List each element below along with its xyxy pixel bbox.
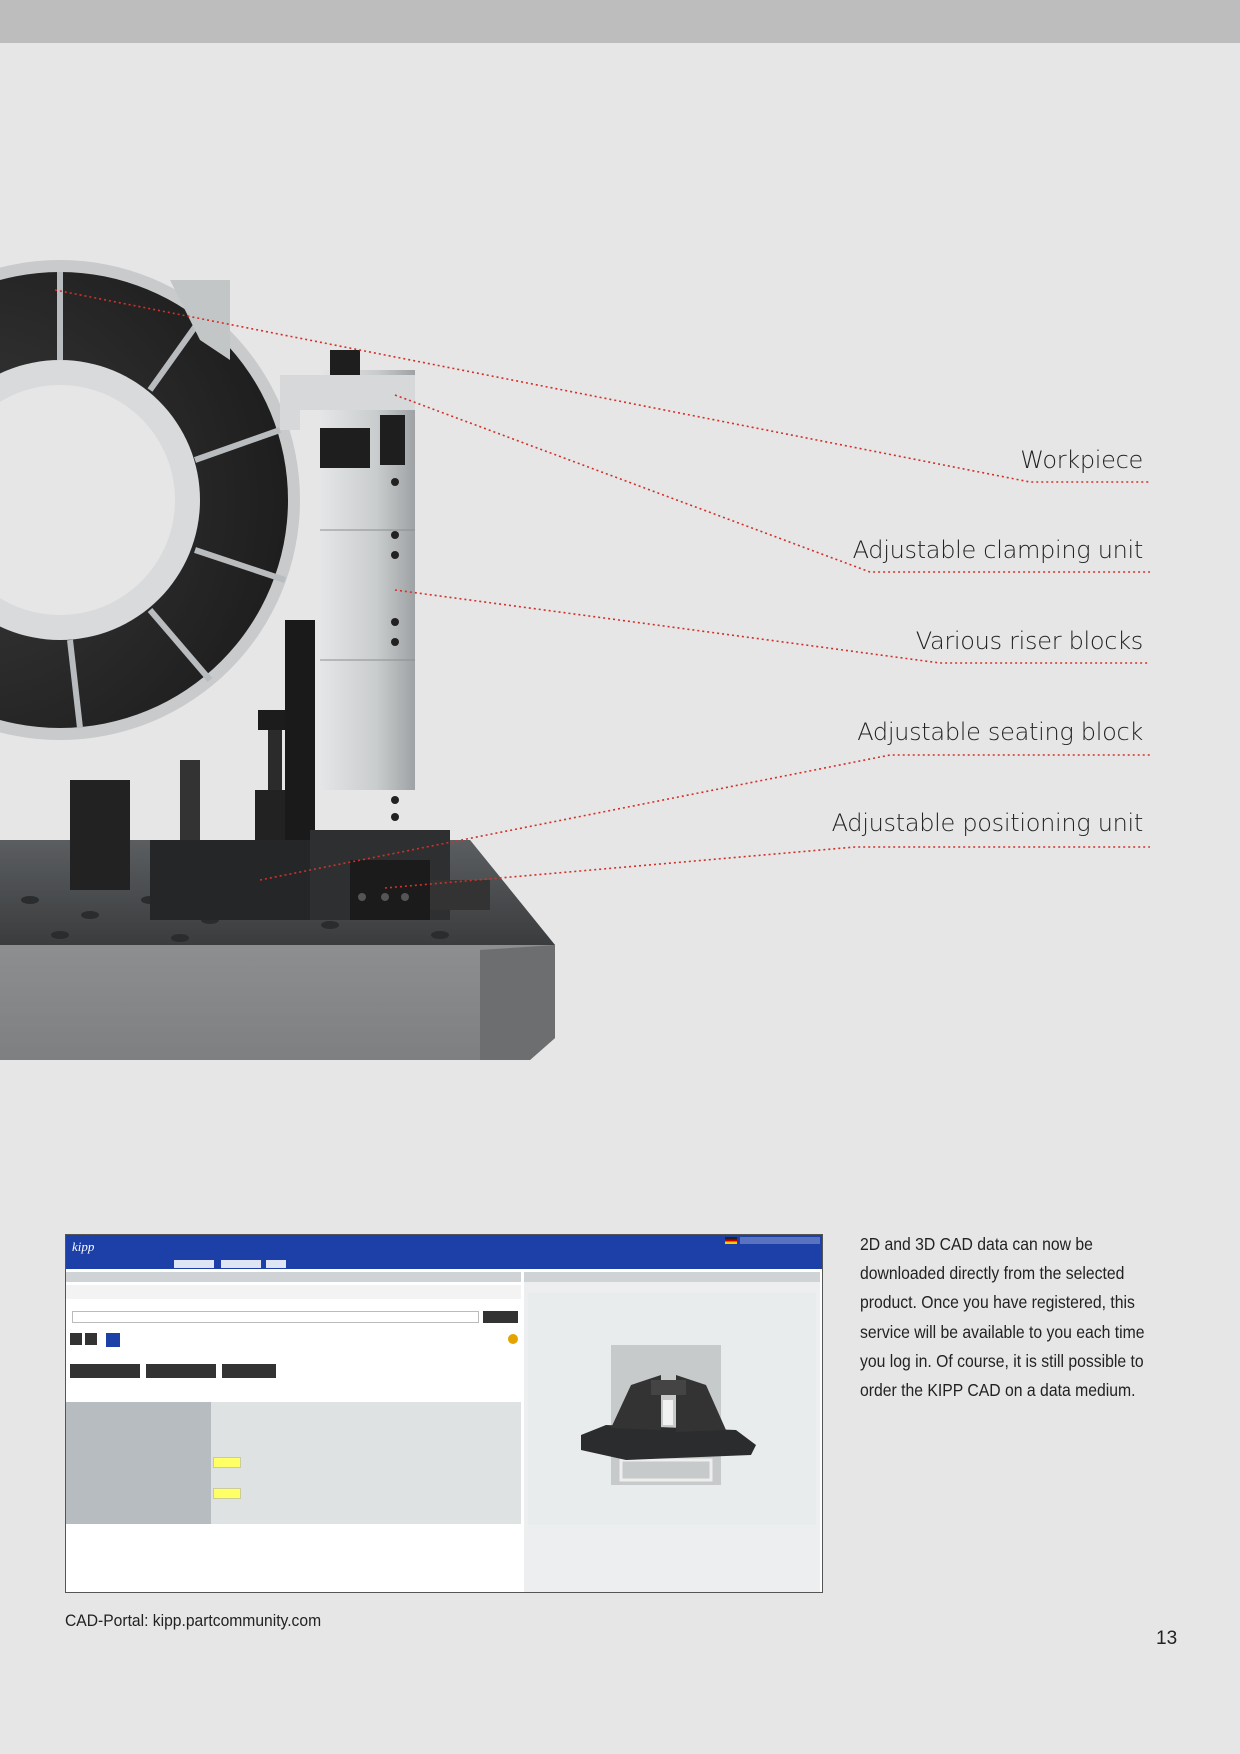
portal-product-icon: [106, 1333, 120, 1347]
portal-download-button: [146, 1364, 216, 1378]
portal-highlight-field: [213, 1488, 241, 1499]
callout-positioning-unit: Adjustable positioning unit: [831, 809, 1144, 837]
portal-tab: [266, 1260, 286, 1268]
portal-breadcrumb: [66, 1285, 521, 1299]
positioning-unit: [350, 860, 430, 920]
callout-seating-block: Adjustable seating block: [857, 718, 1143, 746]
portal-tab: [174, 1260, 214, 1268]
portal-preview-header: [524, 1272, 820, 1282]
portal-tab: [221, 1260, 261, 1268]
page-number: 13: [1156, 1628, 1178, 1649]
portal-download-button: [222, 1364, 276, 1378]
screenshot-caption: CAD-Portal: kipp.partcommunity.com: [65, 1611, 322, 1630]
portal-login-area: [740, 1237, 820, 1244]
portal-icon-button: [85, 1333, 97, 1345]
callout-clamping-unit: Adjustable clamping unit: [852, 536, 1144, 564]
flag-icon: [725, 1237, 737, 1244]
seating-block: [150, 840, 320, 920]
cad-portal-screenshot: kipp: [65, 1234, 823, 1593]
cad-model-preview: [581, 1345, 756, 1485]
portal-download-button: [70, 1364, 140, 1378]
portal-highlight-field: [213, 1457, 241, 1468]
portal-search-button: [483, 1311, 518, 1323]
portal-parameter-labels: [66, 1402, 211, 1524]
top-header-bar: [0, 0, 1240, 43]
portal-icon-button: [70, 1333, 82, 1345]
description-text: 2D and 3D CAD data can now be downloaded…: [860, 1234, 1145, 1401]
portal-status-dot: [508, 1334, 518, 1344]
portal-logo: kipp: [72, 1239, 95, 1254]
clamping-unit: [280, 375, 415, 430]
callout-riser-blocks: Various riser blocks: [915, 627, 1144, 655]
portal-search-input: [72, 1311, 479, 1323]
portal-panel-header: [66, 1272, 521, 1282]
fixture-photo: [0, 260, 1150, 1060]
callout-workpiece: Workpiece: [1020, 446, 1143, 474]
